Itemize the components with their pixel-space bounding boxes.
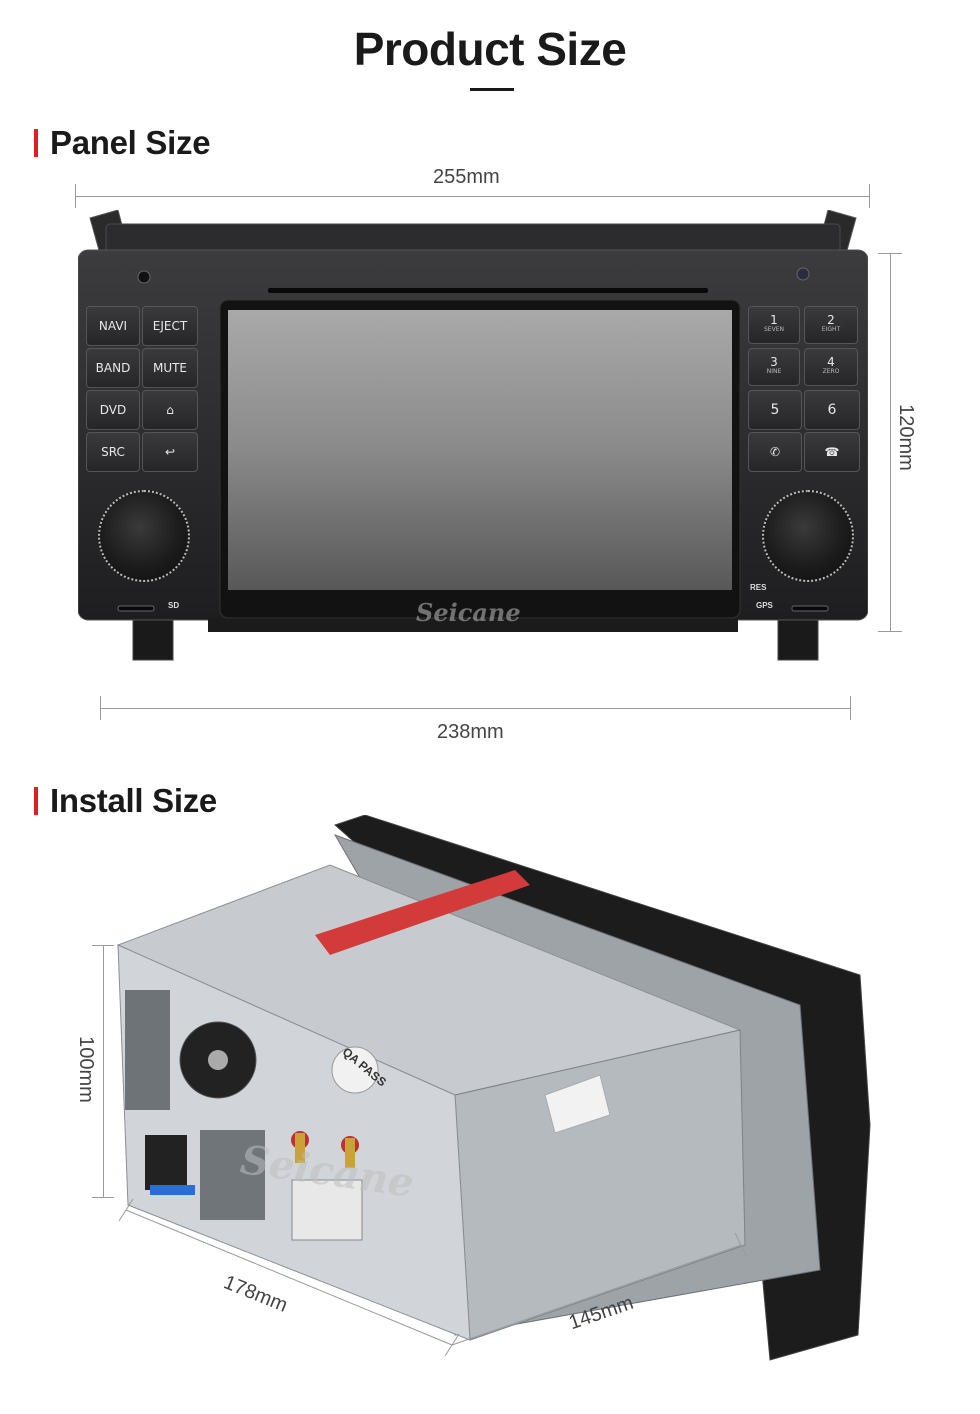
button-4-label: 4 [827,355,835,369]
button-3-label: 3 [770,355,778,369]
dimension-tick-htop [92,945,114,946]
radio-unit-body [78,210,868,661]
install-size-heading: Install Size [34,782,217,820]
watermark: Seicane [416,598,521,627]
button-1-label: 1 [770,313,778,327]
button-1-sub: SEVEN [764,326,784,333]
button-mute[interactable]: MUTE [142,348,198,388]
back-icon: ↩ [164,445,176,459]
dimension-tick-bright [850,696,851,720]
gps-label: GPS [756,601,773,610]
heading-accent-bar [34,129,38,157]
sd-label: SD [168,601,180,610]
dimension-tick-rbottom [878,631,902,632]
button-eject[interactable]: EJECT [142,306,198,346]
page-title: Product Size [353,23,627,75]
button-3-sub: NINE [766,368,782,375]
dimension-tick-rtop [878,253,902,254]
home-icon: ⌂ [166,403,174,417]
panel-size-heading-text: Panel Size [50,124,211,161]
dimension-tick-hbottom [92,1197,114,1198]
install-unit-body [116,815,871,1361]
button-2-label: 2 [827,313,835,327]
heading-accent-bar-2 [34,787,38,815]
button-navi[interactable]: NAVI [86,306,140,346]
dimension-tick-bleft [100,696,101,720]
phone-hangup-icon: ☎ [824,445,840,459]
button-call-answer[interactable]: ✆ [748,432,802,472]
install-size-heading-text: Install Size [50,782,217,819]
panel-size-heading: Panel Size [34,124,211,162]
dimension-line-top [75,196,870,197]
volume-knob-left[interactable] [98,490,190,582]
dimension-line-height [103,945,104,1197]
panel-height-label: 120mm [894,404,917,471]
phone-answer-icon: ✆ [769,445,781,459]
tune-knob-right[interactable] [762,490,854,582]
button-call-hangup[interactable]: ☎ [804,432,860,472]
panel-width-top-label: 255mm [433,166,500,188]
dimension-tick-right [869,184,870,208]
button-home[interactable]: ⌂ [142,390,198,430]
button-6[interactable]: 6 [804,390,860,430]
button-back[interactable]: ↩ [142,432,198,472]
dimension-line-right [890,253,891,631]
res-label: RES [750,583,767,592]
button-4-sub: ZERO [822,368,840,375]
button-dvd[interactable]: DVD [86,390,140,430]
button-2-sub: EIGHT [821,326,841,333]
install-dimension-lines [118,1198,748,1357]
title-underline [470,88,514,91]
dimension-tick-left [75,184,76,208]
button-src[interactable]: SRC [86,432,140,472]
button-5[interactable]: 5 [748,390,802,430]
panel-width-bottom-label: 238mm [437,721,504,743]
dimension-line-bottom [100,708,851,709]
button-band[interactable]: BAND [86,348,140,388]
